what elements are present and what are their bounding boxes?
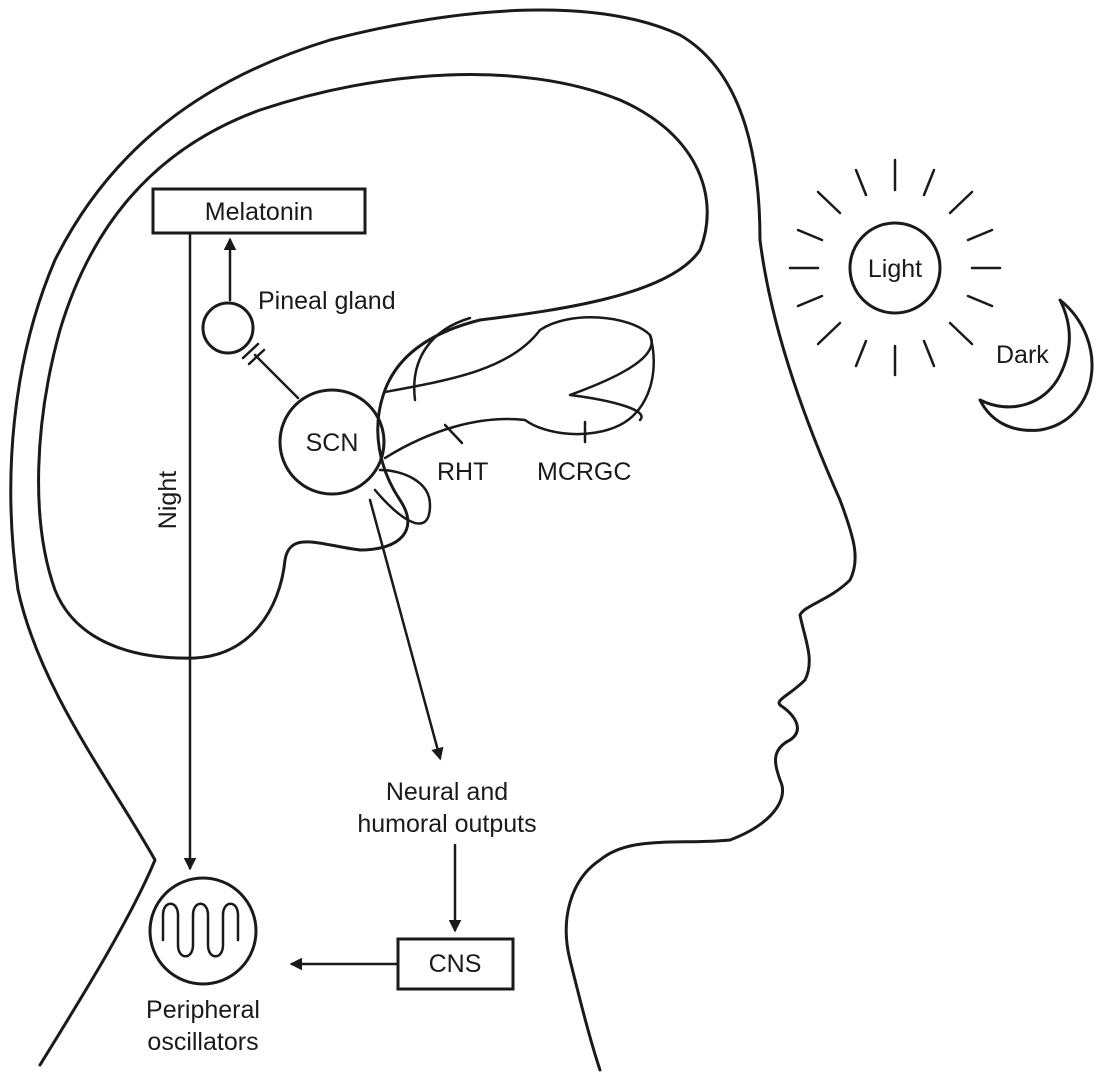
- peripheral-line2: oscillators: [147, 1028, 258, 1056]
- night-label: Night: [154, 471, 182, 529]
- head-outline: [11, 10, 855, 1070]
- scn-label: SCN: [306, 429, 359, 457]
- rht-label: RHT: [437, 458, 488, 486]
- mcrgc-label: MCRGC: [537, 458, 631, 486]
- peripheral-line1: Peripheral: [146, 996, 260, 1024]
- temporal-lobe-loop: [375, 318, 470, 524]
- melatonin-label: Melatonin: [205, 198, 313, 226]
- cns-label: CNS: [429, 950, 482, 978]
- neural-outputs-line1: Neural and: [386, 778, 508, 806]
- neural-outputs-line2: humoral outputs: [357, 810, 536, 838]
- optic-nerve-loop: [385, 317, 654, 458]
- dark-label: Dark: [996, 341, 1049, 369]
- oscillation-wave-icon: [150, 878, 256, 984]
- scn-outputs-arrow: [370, 500, 440, 758]
- scn-to-pineal-line: [255, 355, 298, 398]
- light-label: Light: [868, 255, 922, 283]
- pineal-gland-circle: [203, 303, 253, 353]
- pineal-gland-label: Pineal gland: [258, 287, 396, 315]
- brain-outline: [39, 75, 708, 659]
